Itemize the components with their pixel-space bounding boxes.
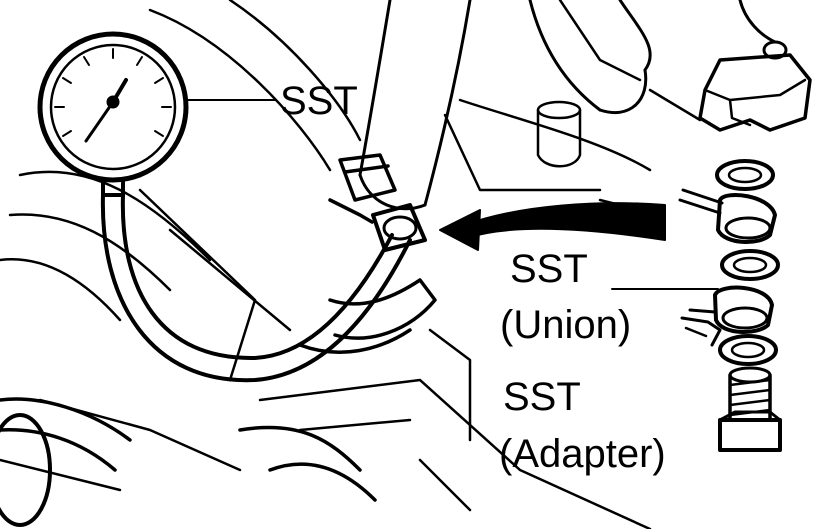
adapter-sst-label: SST — [503, 375, 581, 419]
gauge-sst-label: SST — [280, 79, 358, 123]
union-sst-label: SST — [510, 247, 588, 291]
pressure-gauge — [37, 31, 189, 197]
union-name-label: (Union) — [500, 303, 632, 347]
leader-lines — [185, 99, 719, 290]
background-stud — [536, 100, 582, 168]
adapter-name-label: (Adapter) — [499, 432, 666, 476]
installed-union-bolt — [328, 153, 427, 252]
direction-arrow — [439, 202, 666, 251]
lower-hoses — [0, 278, 437, 527]
exploded-parts — [678, 0, 812, 452]
intake-pipe — [358, 0, 652, 211]
gauge-hose — [100, 193, 412, 383]
